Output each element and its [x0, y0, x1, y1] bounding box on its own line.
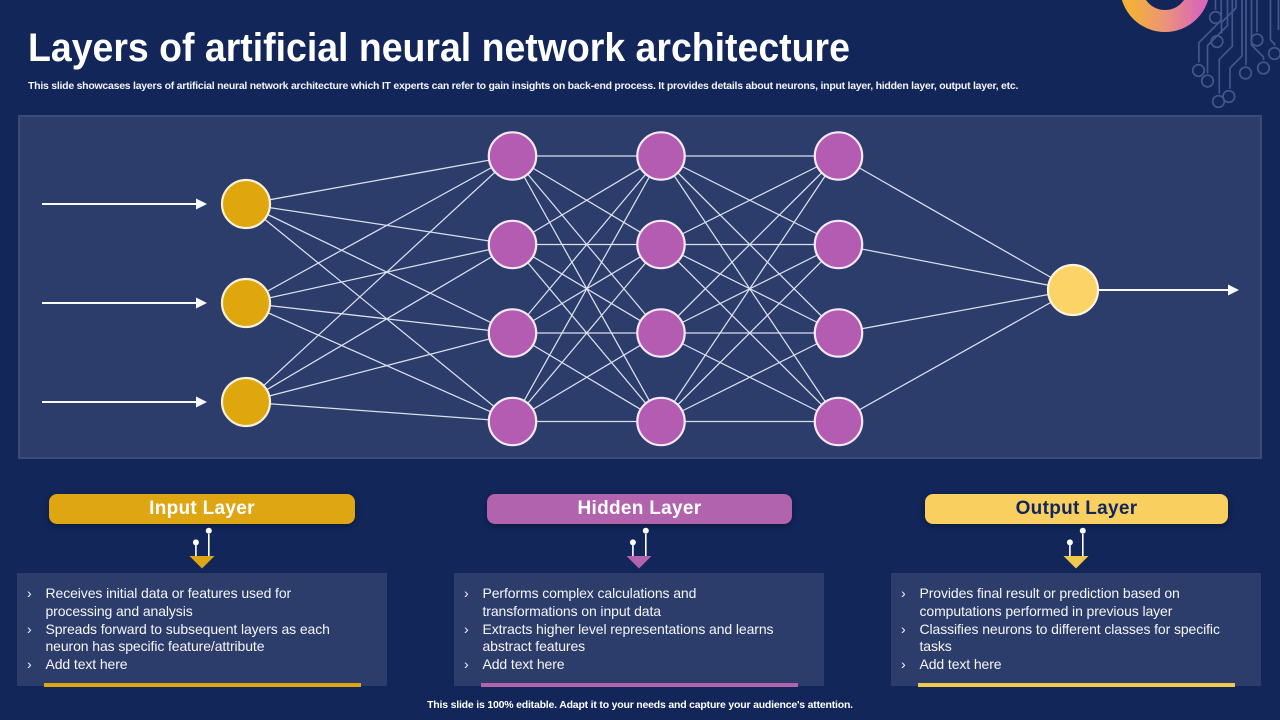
- connection-line: [245, 332, 513, 403]
- accent-underline: [481, 683, 798, 687]
- hidden-2-node: [636, 219, 686, 270]
- hidden-2-node: [636, 308, 686, 358]
- connection-line: [245, 401, 513, 423]
- hidden-1-node: [487, 131, 538, 181]
- input-node: [220, 178, 272, 230]
- bullet-item: Extracts higher level representations an…: [464, 621, 793, 657]
- layer-button-input-layer[interactable]: Input Layer: [49, 494, 355, 524]
- layer-button-hidden-layer[interactable]: Hidden Layer: [487, 494, 792, 524]
- output-node: [1046, 263, 1100, 317]
- layer-description-box: Performs complex calculations and transf…: [454, 573, 824, 686]
- bullet-item: Add text here: [901, 656, 1230, 674]
- donut-ring-icon: [1121, 0, 1209, 32]
- input-arrow-head: [196, 396, 207, 408]
- connection-line: [512, 244, 662, 422]
- connection-line: [245, 203, 513, 422]
- bullet-item: Receives initial data or features used f…: [27, 585, 356, 621]
- hidden-3-node: [813, 308, 864, 358]
- hidden-1-node: [487, 219, 538, 270]
- connection-line: [245, 155, 513, 403]
- hidden-2-node: [636, 396, 686, 447]
- layer-button-output-layer[interactable]: Output Layer: [925, 494, 1228, 524]
- connection-line: [660, 155, 839, 246]
- bullet-item: Spreads forward to subsequent layers as …: [27, 621, 356, 657]
- hidden-3-node: [813, 396, 864, 447]
- bullet-item: Add text here: [464, 656, 793, 674]
- connection-line: [511, 155, 662, 422]
- page-subtitle: This slide showcases layers of artificia…: [28, 80, 1019, 92]
- footer-note: This slide is 100% editable. Adapt it to…: [427, 699, 853, 711]
- connection-line: [245, 203, 513, 246]
- hidden-2-node: [636, 131, 686, 181]
- accent-underline: [44, 683, 361, 687]
- bullet-item: Performs complex calculations and transf…: [464, 585, 793, 621]
- hidden-1-node: [487, 308, 538, 358]
- hidden-1-node: [487, 396, 538, 447]
- circuit-traces-icon: [1191, 0, 1280, 109]
- connection-line: [838, 243, 1074, 291]
- bullet-item: Classifies neurons to different classes …: [901, 621, 1230, 657]
- output-arrow-head: [1228, 284, 1239, 296]
- bullet-item: Provides final result or prediction base…: [901, 585, 1230, 621]
- connection-line: [245, 302, 513, 334]
- input-arrow-head: [196, 297, 207, 309]
- connection-line: [660, 332, 839, 423]
- connection-line: [660, 155, 839, 334]
- connection-line: [838, 289, 1074, 423]
- accent-underline: [918, 683, 1235, 687]
- connection-line: [512, 155, 662, 334]
- input-node: [220, 277, 272, 329]
- pin-arrow-icon: [1063, 527, 1089, 569]
- connection-line: [245, 155, 513, 205]
- connection-line: [245, 243, 513, 403]
- connection-line: [245, 302, 513, 423]
- layer-description-box: Provides final result or prediction base…: [891, 573, 1261, 686]
- neural-network-diagram: [42, 131, 1239, 447]
- connection-line: [512, 155, 662, 246]
- connection-line: [245, 243, 513, 304]
- connection-line: [838, 155, 1074, 291]
- input-node: [220, 376, 272, 428]
- input-arrow-head: [196, 198, 207, 210]
- connection-line: [660, 244, 839, 422]
- connection-line: [245, 203, 513, 334]
- connection-line: [660, 155, 840, 422]
- hidden-3-node: [813, 131, 864, 181]
- bullet-item: Add text here: [27, 656, 356, 674]
- page-title: Layers of artificial neural network arch…: [28, 26, 850, 70]
- connection-line: [838, 289, 1074, 334]
- connection-line: [512, 332, 662, 423]
- top-right-decoration: [1121, 0, 1280, 109]
- pin-arrow-icon: [189, 527, 215, 569]
- connection-line: [245, 155, 513, 304]
- hidden-3-node: [813, 219, 864, 270]
- layer-description-box: Receives initial data or features used f…: [17, 573, 387, 686]
- diagram-panel: [18, 115, 1262, 459]
- pin-arrow-icon: [626, 527, 652, 569]
